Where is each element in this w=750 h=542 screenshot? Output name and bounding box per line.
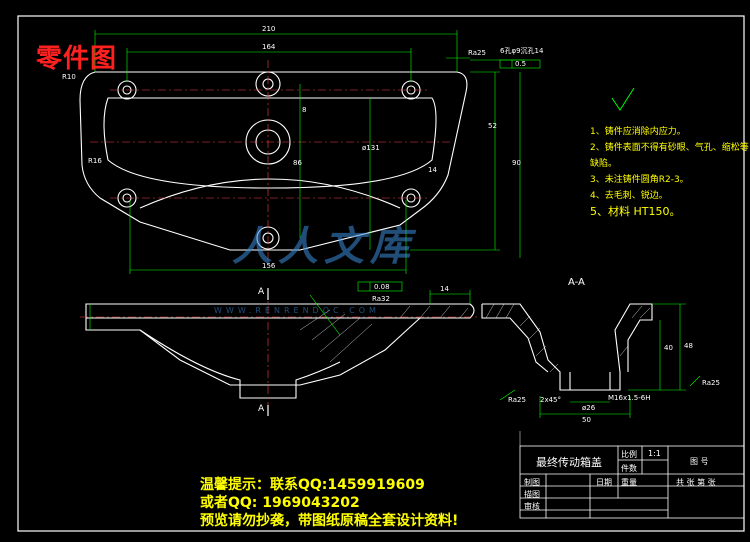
dim-86: 86: [293, 159, 302, 167]
dim-chamfer: 2x45°: [540, 396, 561, 404]
section-hatch: [485, 303, 651, 373]
dim-90: 90: [512, 159, 521, 167]
dim-m16: M16x1.5-6H: [608, 394, 650, 402]
title-block: [519, 445, 745, 519]
promo-text: 温馨提示：联系QQ:1459919609 或者QQ: 1969043202 预览…: [200, 476, 458, 530]
promo-line-2: 或者QQ: 1969043202: [200, 495, 360, 511]
front-view: [85, 303, 475, 399]
dim-164: 164: [262, 43, 276, 51]
section-mark-top: A: [258, 287, 265, 297]
plan-dim-texts: 210 164 R10 R16 Ra25 6孔φ9沉孔14 0.5 52 90 …: [62, 25, 544, 270]
watermark: 人人文库: [232, 224, 416, 270]
designer-label: 制图: [524, 478, 540, 487]
dim-ra25: Ra25: [468, 49, 486, 57]
note-2: 2、铸件表面不得有砂眼、气孔、缩松等缺陷。: [590, 143, 749, 169]
scale-value: 1:1: [648, 449, 661, 458]
check-label: 描图: [524, 490, 540, 499]
note-1: 1、铸件应消除内应力。: [590, 127, 686, 137]
dim-52: 52: [488, 122, 497, 130]
dim-holes: 6孔φ9沉孔14: [500, 47, 544, 55]
dim-48: 48: [684, 342, 693, 350]
dim-8: 8: [302, 106, 306, 114]
dim-40: 40: [664, 344, 673, 352]
pages-label: 共 张 第 张: [676, 478, 716, 487]
dim-ra25-left: Ra25: [508, 396, 526, 404]
technical-notes: 1、铸件应消除内应力。 2、铸件表面不得有砂眼、气孔、缩松等缺陷。 3、未注铸件…: [590, 124, 750, 220]
promo-line-1: 温馨提示：联系QQ:1459919609: [200, 477, 425, 493]
dim-ra32: Ra32: [372, 295, 390, 303]
dim-14: 14: [428, 166, 437, 174]
page-title: 零件图: [36, 44, 118, 74]
promo-line-3: 预览请勿抄袭，带图纸原稿全套设计资料!: [200, 513, 459, 529]
watermark-sub: WWW.RENRENDOC.COM: [214, 306, 380, 315]
dim-r10: R10: [62, 73, 76, 81]
drawing-frame: [17, 15, 745, 532]
note-4: 4、去毛刺、锐边。: [590, 191, 668, 201]
front-centerline: [80, 290, 480, 410]
plan-centerlines: [90, 60, 450, 262]
front-dimensions: [89, 281, 471, 336]
dim-131: ø131: [362, 144, 380, 152]
dim-210: 210: [262, 25, 275, 33]
note-5: 5、材料 HT150。: [590, 205, 681, 218]
section-title: A-A: [568, 277, 585, 288]
note-3: 3、未注铸件圆角R2-3。: [590, 175, 689, 185]
scale-label: 比例: [621, 450, 637, 459]
part-name: 最终传动箱盖: [536, 456, 602, 469]
dim-flatness: 0.5: [515, 60, 526, 68]
dim-156: 156: [262, 262, 276, 270]
roughness-symbol: [611, 87, 635, 111]
section-dimensions: [499, 303, 701, 418]
qty-label: 件数: [621, 464, 637, 473]
drawing-no-label: 图 号: [690, 457, 709, 466]
review-label: 审核: [524, 502, 540, 511]
dim-50: 50: [582, 416, 591, 424]
date-label: 日期: [596, 478, 612, 487]
dim-ra25-right: Ra25: [702, 379, 720, 387]
dim-r16: R16: [88, 157, 102, 165]
dim-14b: 14: [440, 285, 449, 293]
dim-0-08: 0.08: [374, 283, 390, 291]
section-mark-bottom: A: [258, 404, 265, 414]
plan-dimensions: [94, 30, 541, 274]
section-view: [481, 303, 653, 391]
weight-label: 重量: [621, 478, 637, 487]
dim-phi26: ø26: [582, 404, 596, 412]
